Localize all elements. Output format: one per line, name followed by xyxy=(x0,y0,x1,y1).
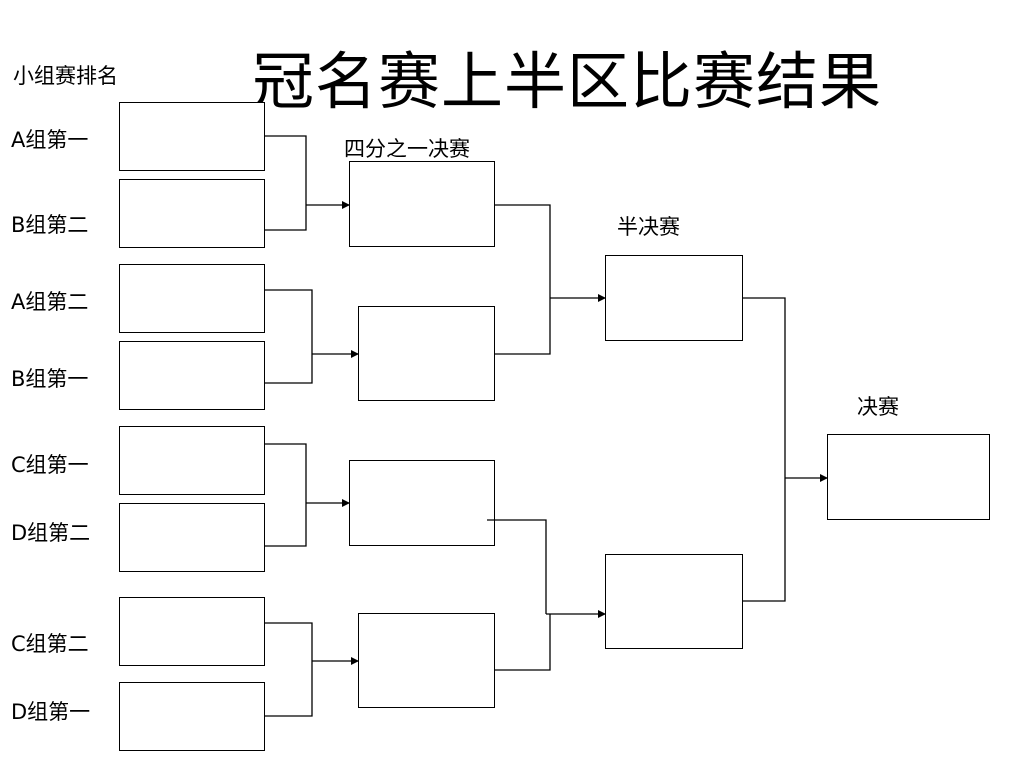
group-ranking-label: 小组赛排名 xyxy=(13,64,118,88)
semifinal-label: 半决赛 xyxy=(617,215,680,239)
connector-qf1-qf2 xyxy=(495,204,551,355)
connector-qf4 xyxy=(495,614,551,671)
seed-slot-c2 xyxy=(119,597,265,666)
quarterfinal-slot-1 xyxy=(349,161,495,247)
connector-sf1-sf2 xyxy=(743,297,786,602)
slide-title: 冠名赛上半区比赛结果 xyxy=(252,45,883,118)
connector-a2-b1 xyxy=(265,289,313,384)
connector-qf3-qf4 xyxy=(487,519,547,614)
quarterfinal-slot-2 xyxy=(358,306,495,401)
semifinal-slot-1 xyxy=(605,255,743,341)
connector-c1-d2 xyxy=(265,443,307,547)
quarterfinal-slot-4 xyxy=(358,613,495,708)
seed-label-b1: B组第一 xyxy=(11,367,89,391)
connector-a1-b2 xyxy=(265,135,307,231)
seed-label-a2: A组第二 xyxy=(11,290,89,314)
connector-c2-d1 xyxy=(265,622,313,717)
final-slot xyxy=(827,434,990,520)
final-label: 决赛 xyxy=(857,395,899,419)
seed-slot-a1 xyxy=(119,102,265,171)
seed-label-a1: A组第一 xyxy=(11,128,89,152)
seed-label-d1: D组第一 xyxy=(11,700,91,724)
seed-label-c2: C组第二 xyxy=(11,632,89,656)
quarterfinal-slot-3 xyxy=(349,460,495,546)
seed-slot-a2 xyxy=(119,264,265,333)
seed-label-c1: C组第一 xyxy=(11,453,89,477)
semifinal-slot-2 xyxy=(605,554,743,649)
seed-slot-b1 xyxy=(119,341,265,410)
seed-slot-b2 xyxy=(119,179,265,248)
seed-slot-c1 xyxy=(119,426,265,495)
seed-label-d2: D组第二 xyxy=(11,521,91,545)
quarterfinal-label: 四分之一决赛 xyxy=(344,137,470,161)
seed-label-b2: B组第二 xyxy=(11,213,89,237)
seed-slot-d2 xyxy=(119,503,265,572)
seed-slot-d1 xyxy=(119,682,265,751)
